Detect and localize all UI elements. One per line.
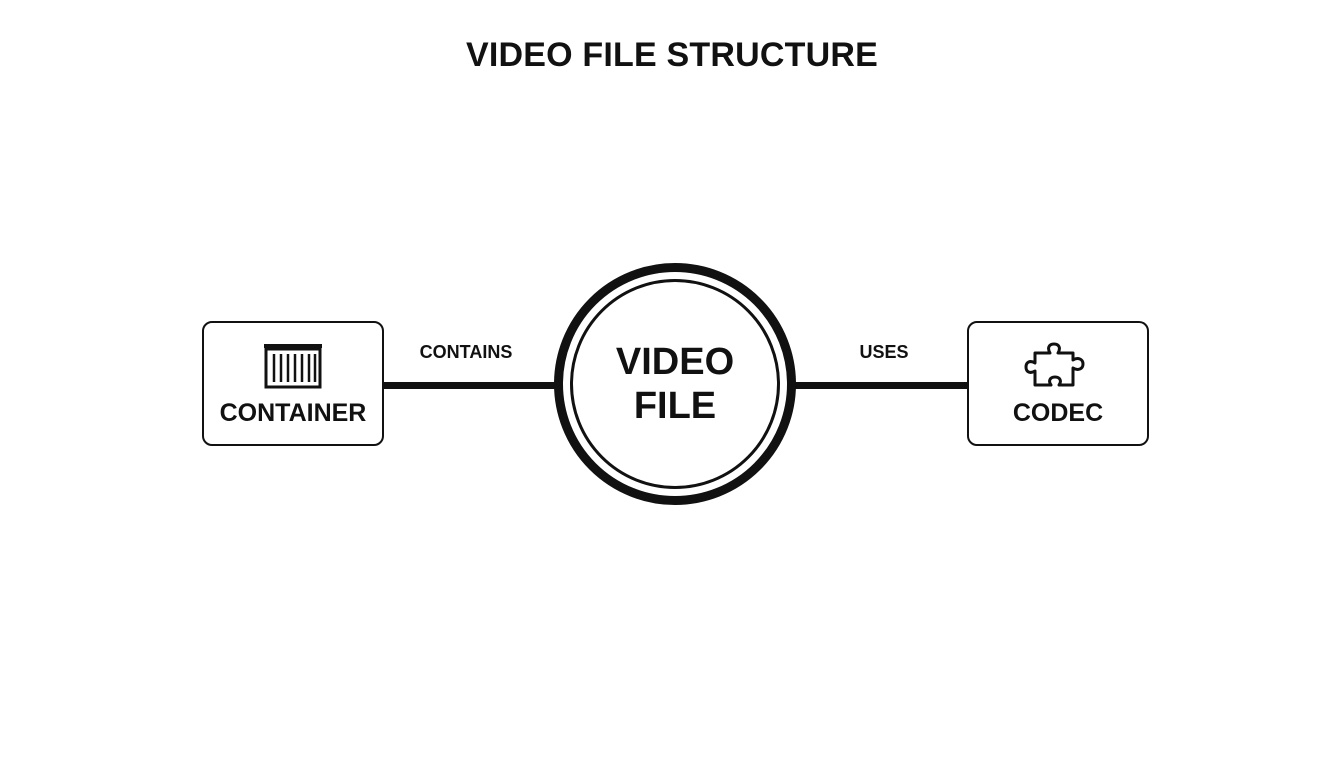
contains-edge-label: CONTAINS xyxy=(419,342,513,362)
video-file-node: VIDEO FILE xyxy=(554,263,796,505)
diagram-title: VIDEO FILE STRUCTURE xyxy=(465,36,879,74)
container-label: CONTAINER xyxy=(219,399,367,427)
container-icon xyxy=(264,344,322,389)
video-file-inner-ring: VIDEO FILE xyxy=(570,279,780,489)
contains-connector xyxy=(384,382,556,389)
video-file-label-line2: FILE xyxy=(633,385,717,427)
container-node: CONTAINER xyxy=(202,321,384,446)
uses-connector xyxy=(794,382,968,389)
codec-node: CODEC xyxy=(967,321,1149,446)
codec-label: CODEC xyxy=(1012,399,1104,427)
uses-edge-label: USES xyxy=(859,342,909,362)
puzzle-piece-icon xyxy=(1024,342,1085,387)
video-file-label-line1: VIDEO xyxy=(615,341,735,383)
